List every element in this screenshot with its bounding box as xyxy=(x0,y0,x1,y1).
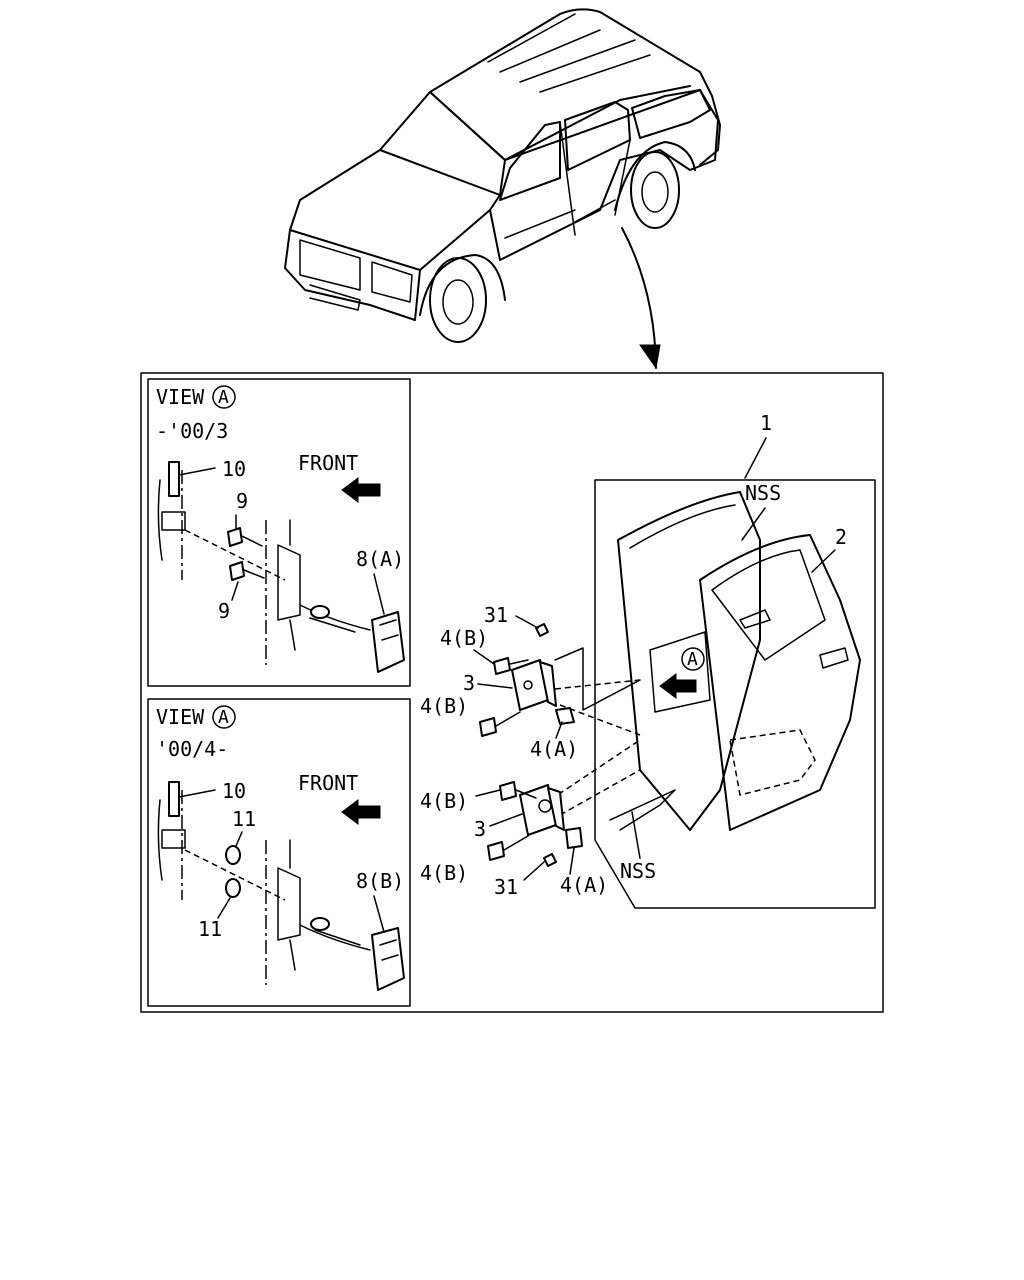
view-marker-letter: A xyxy=(687,649,698,670)
part-label-10: 10 xyxy=(222,457,246,481)
part-label-8a: 8(A) xyxy=(356,547,404,571)
upper-hinge-group: 31 4(B) 3 4(B) 4(A) xyxy=(420,603,578,761)
view-title: VIEW xyxy=(156,705,205,729)
part-label-9-lower: 9 xyxy=(218,599,230,623)
upper-clip-label: 31 xyxy=(484,603,508,627)
upper-bolt-4b-top-icon xyxy=(493,657,511,675)
checker-8a-icon xyxy=(371,611,405,673)
lower-hinge-label: 3 xyxy=(474,817,486,841)
vehicle-illustration xyxy=(284,8,721,370)
view-title: VIEW xyxy=(156,385,205,409)
view-a-late-inset: VIEW A '00/4- FRONT 10 11 11 8(B) xyxy=(147,698,411,1007)
lower-hinge-group: 4(B) 3 4(B) 31 4(A) xyxy=(420,781,608,899)
lower-bolt-4b-bottom-icon xyxy=(487,841,505,861)
lower-bolt-4a-icon xyxy=(565,827,583,849)
pin-10-icon xyxy=(168,461,180,497)
nut-11-upper-icon xyxy=(225,845,241,865)
view-a-early-inset: VIEW A -'00/3 FRONT 10 9 9 8(A) xyxy=(147,378,411,687)
upper-bolt-4b-bottom-icon xyxy=(479,717,497,737)
upper-bolt-top-label: 4(B) xyxy=(440,626,488,650)
front-label: FRONT xyxy=(298,771,358,795)
view-date-range: -'00/3 xyxy=(156,419,228,443)
front-label: FRONT xyxy=(298,451,358,475)
door-label-nss-bottom: NSS xyxy=(620,859,656,883)
diagram-frame xyxy=(140,372,884,1013)
lower-bolt-a-label: 4(A) xyxy=(560,873,608,897)
checker-8b-icon xyxy=(371,927,405,991)
upper-hinge-label: 3 xyxy=(463,671,475,695)
view-date-range: '00/4- xyxy=(156,737,228,761)
front-arrow-icon xyxy=(341,799,381,825)
door-label-nss-top: NSS xyxy=(745,481,781,505)
lower-clip-31-icon xyxy=(543,853,557,867)
part-label-9-upper: 9 xyxy=(236,489,248,513)
nut-11-lower-icon xyxy=(225,878,241,898)
bolt-9-lower-icon xyxy=(229,561,245,581)
front-arrow-icon xyxy=(341,477,381,503)
lower-bolt-top-label: 4(B) xyxy=(420,789,468,813)
upper-bolt-bottom-label: 4(B) xyxy=(420,694,468,718)
view-circle-letter: A xyxy=(218,707,229,728)
part-label-2: 2 xyxy=(835,525,847,549)
view-circle-letter: A xyxy=(218,387,229,408)
part-label-11-upper: 11 xyxy=(232,807,256,831)
rear-door-assembly: A 1 NSS 2 NSS xyxy=(544,411,876,909)
part-label-1: 1 xyxy=(760,411,772,435)
upper-bolt-a-label: 4(A) xyxy=(530,737,578,761)
view-direction-arrow-icon xyxy=(659,673,697,699)
part-label-11-lower: 11 xyxy=(198,917,222,941)
part-label-8b: 8(B) xyxy=(356,869,404,893)
lower-bolt-4b-top-icon xyxy=(499,781,517,801)
lower-clip-label: 31 xyxy=(494,875,518,899)
pin-10-icon xyxy=(168,781,180,817)
part-label-10: 10 xyxy=(222,779,246,803)
lower-bolt-bottom-label: 4(B) xyxy=(420,861,468,885)
upper-bolt-4a-icon xyxy=(555,707,575,725)
bolt-9-upper-icon xyxy=(227,527,243,547)
